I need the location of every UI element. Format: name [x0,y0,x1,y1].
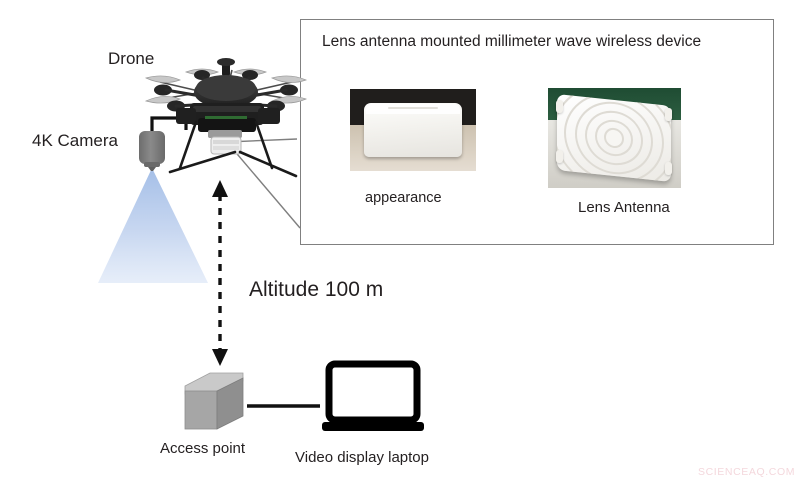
drone-pcb [205,116,247,119]
drone [144,58,307,178]
altitude-arrow-head-down [212,349,228,366]
4k-camera [139,116,188,171]
mmwave-device-on-drone [210,136,242,155]
video-display-laptop [322,360,424,431]
lens-antenna-photo [548,88,681,188]
access-point-label: Access point [160,440,246,457]
camera-light-cone [98,168,208,283]
drone-label: Drone [108,49,155,68]
drone-payload-mount [208,130,242,138]
laptop-base [322,422,424,431]
altitude-label: Altitude 100 m [249,278,384,301]
inset-title: Lens antenna mounted millimeter wave wir… [322,33,702,50]
watermark: SCIENCEAQ.COM [698,466,796,478]
antenna-mount-foot [665,108,673,121]
gps-puck [217,58,235,66]
camera-label: 4K Camera [32,131,118,150]
antenna-mount-foot [555,100,563,113]
wireless-device-seam [387,107,439,110]
landing-gear [168,120,298,178]
laptop-label: Video display laptop [295,449,429,466]
lens-antenna-caption: Lens Antenna [578,199,670,216]
device-appearance-photo [350,89,476,171]
appearance-caption: appearance [365,190,442,206]
antenna-mount-foot [665,162,673,175]
access-point-cube [184,372,244,430]
altitude-arrow-head-up [212,180,228,197]
wireless-device-top [366,103,460,115]
antenna-mount-foot [555,150,563,163]
